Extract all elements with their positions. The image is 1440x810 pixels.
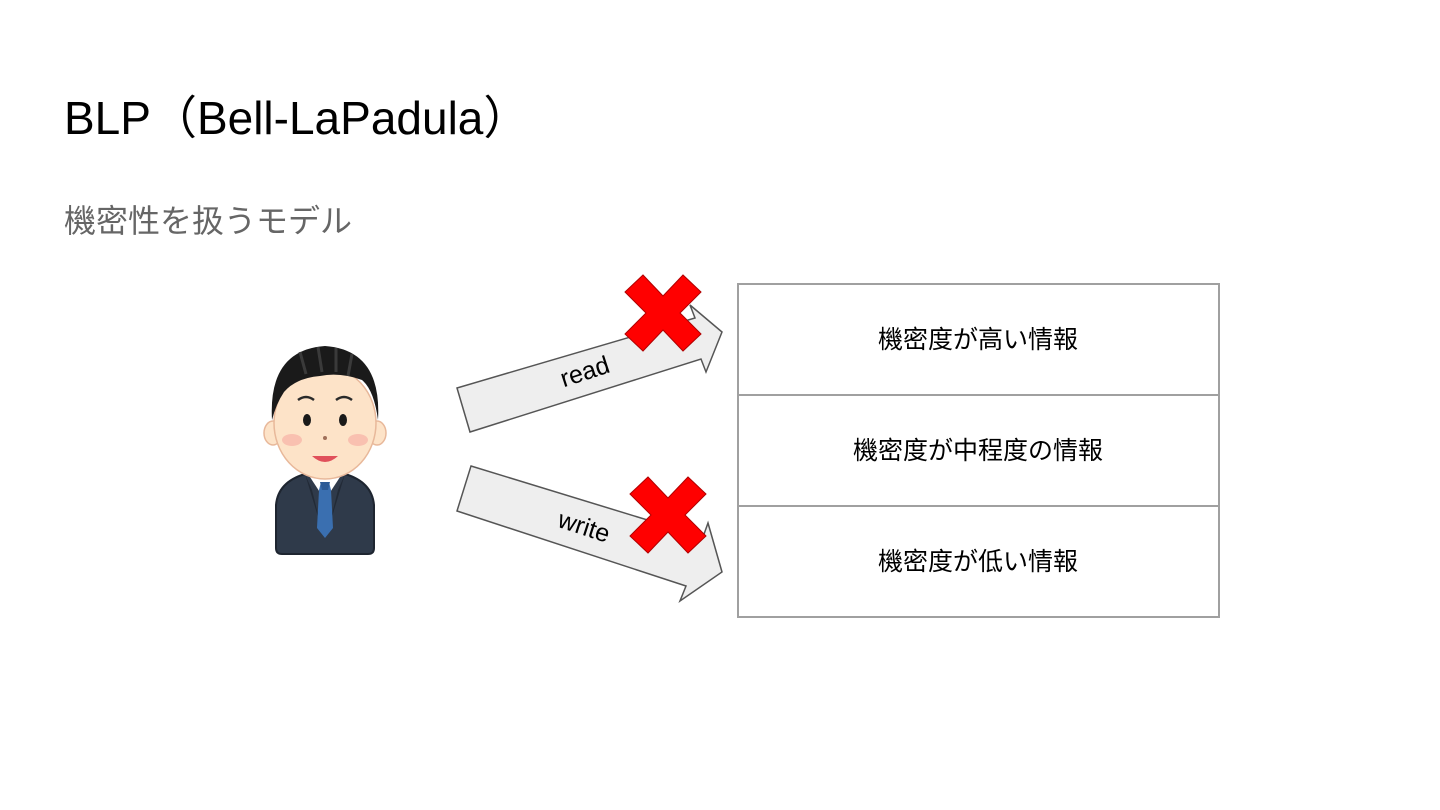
level-label-high: 機密度が高い情報 — [878, 326, 1078, 354]
level-box-low: 機密度が低い情報 — [738, 506, 1219, 617]
level-box-high: 機密度が高い情報 — [738, 284, 1219, 395]
level-box-medium: 機密度が中程度の情報 — [738, 395, 1219, 506]
level-label-low: 機密度が低い情報 — [878, 548, 1078, 576]
level-label-medium: 機密度が中程度の情報 — [853, 437, 1103, 465]
businessman-icon — [264, 346, 386, 554]
